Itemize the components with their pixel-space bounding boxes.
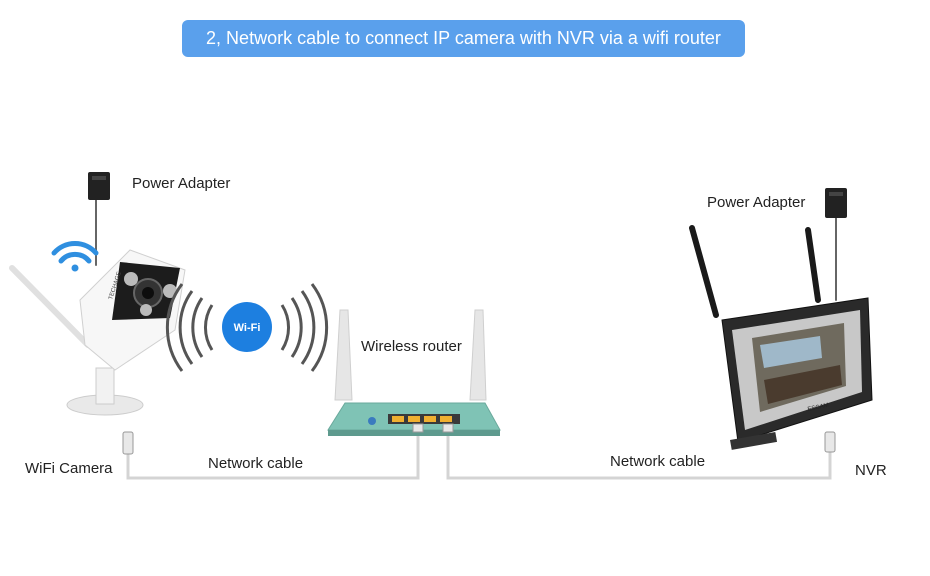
wifi-badge-label: Wi-Fi bbox=[234, 322, 261, 334]
wifi-camera: TECHAGE bbox=[9, 249, 186, 416]
rj45-camera bbox=[122, 431, 134, 455]
nvr-label: NVR bbox=[855, 462, 887, 479]
cable-router-to-nvr bbox=[446, 426, 832, 480]
wifi-icon bbox=[51, 241, 99, 272]
wireless-router bbox=[327, 309, 501, 436]
camera-power-adapter bbox=[88, 172, 110, 200]
wifi-badge: Wi-Fi bbox=[222, 302, 272, 352]
nvr-power-adapter bbox=[825, 188, 847, 218]
nvr-brand: ESCAM bbox=[807, 403, 829, 413]
network-cables bbox=[95, 199, 837, 480]
camera-power-adapter-label: Power Adapter bbox=[132, 175, 231, 192]
nvr-monitor: ESCAM bbox=[689, 225, 873, 450]
cable-camera-to-router bbox=[126, 426, 420, 480]
nvr-power-adapter-label: Power Adapter bbox=[707, 194, 806, 211]
cable-right-label: Network cable bbox=[610, 453, 706, 470]
rj45-connectors bbox=[122, 431, 836, 455]
camera-label: WiFi Camera bbox=[25, 460, 113, 477]
title-banner: 2, Network cable to connect IP camera wi… bbox=[182, 20, 745, 57]
router-label: Wireless router bbox=[361, 338, 462, 355]
wifi-signal-waves bbox=[165, 283, 329, 372]
cable-left-label: Network cable bbox=[208, 455, 304, 472]
rj45-nvr bbox=[824, 431, 836, 453]
